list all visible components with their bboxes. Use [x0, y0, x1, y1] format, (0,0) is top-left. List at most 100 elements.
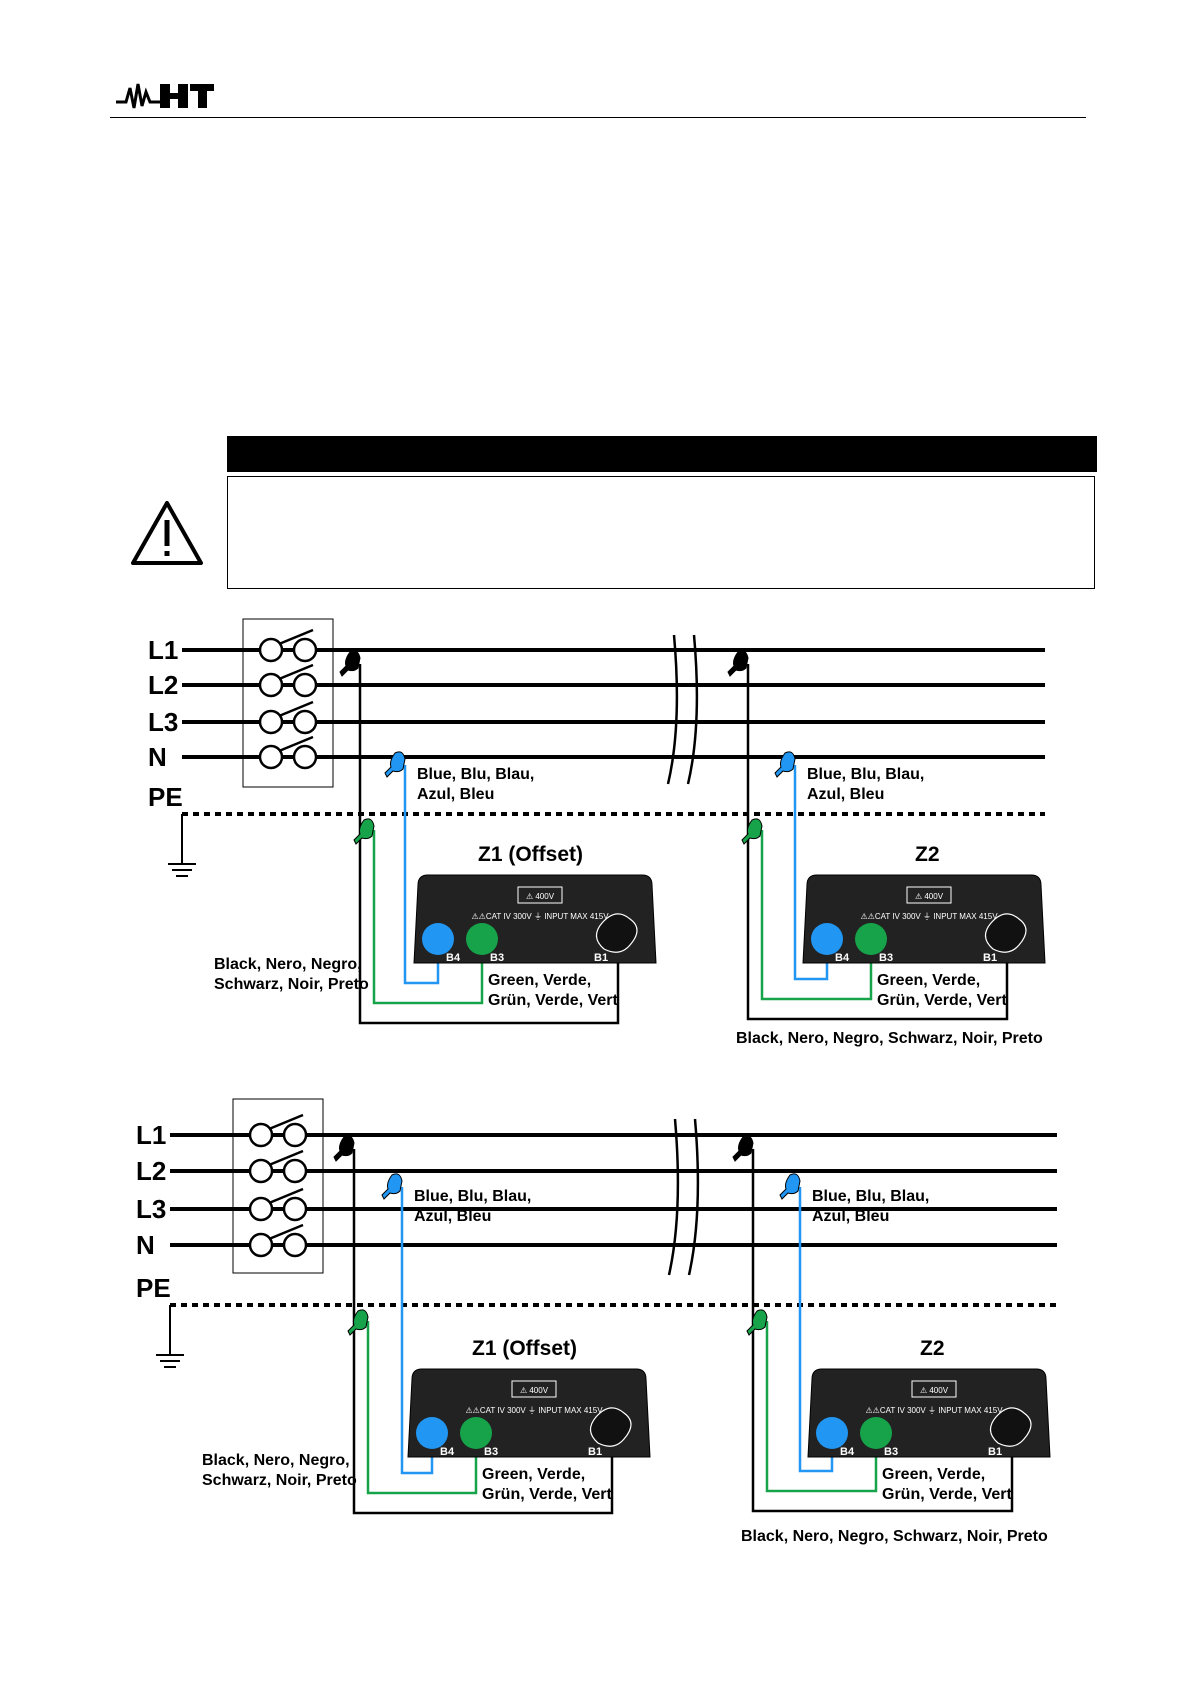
zone2-device-terminal-b3 — [860, 1417, 892, 1449]
zone2-device-rating: ⚠ 400V — [915, 892, 944, 901]
zone1-device-terminal-b4 — [422, 923, 454, 955]
zone2-device-label-b3: B3 — [884, 1446, 898, 1458]
zone2-device-terminal-b4 — [816, 1417, 848, 1449]
zone1-device-label-b1: B1 — [594, 952, 608, 964]
zone1-device-cat: ⚠⚠CAT IV 300V ⏚ INPUT MAX 415V — [471, 912, 609, 921]
zone2-green-label-1: Green, Verde, — [877, 972, 980, 989]
zone1-device-terminal-b4 — [416, 1417, 448, 1449]
zone1-device-socket — [595, 913, 638, 953]
switch-contact — [282, 1232, 308, 1258]
zone2-black-clamp-shape — [732, 1135, 754, 1162]
line-label-l1: L1 — [136, 1120, 166, 1150]
zone1-green-clamp — [347, 1309, 369, 1336]
zone2-green-wire — [765, 1321, 878, 1493]
black-label-right: Black, Nero, Negro, Schwarz, Noir, Preto — [741, 1528, 1048, 1545]
zone2-device-cat: ⚠⚠CAT IV 300V ⏚ INPUT MAX 415V — [860, 912, 998, 921]
zone1-green-label-1: Green, Verde, — [488, 972, 591, 989]
zone2-green-clamp — [741, 818, 763, 845]
line-label-l2: L2 — [148, 670, 178, 700]
zone2-green-label-2: Grün, Verde, Vert — [882, 1486, 1013, 1503]
zone1-device-cat: ⚠⚠CAT IV 300V ⏚ INPUT MAX 415V — [465, 1406, 603, 1415]
zone1-blue-clamp-shape — [381, 1173, 403, 1200]
zone1-black-wire — [358, 664, 620, 1025]
zone2-black-wire — [746, 664, 1009, 1021]
zone2-blue-label-2: Azul, Bleu — [812, 1208, 889, 1225]
switch-contact — [258, 637, 284, 663]
switch-contact — [258, 672, 284, 698]
zone2-green-clamp — [746, 1309, 768, 1336]
switch-contact — [258, 744, 284, 770]
warning-box — [227, 476, 1095, 589]
zone1-title: Z1 (Offset) — [478, 843, 583, 866]
zone1-black-clamp-shape — [333, 1135, 355, 1162]
zone2-green-label-1: Green, Verde, — [882, 1466, 985, 1483]
switch-blade — [278, 700, 314, 718]
line-break-mark — [687, 1118, 700, 1276]
black-label-left-2: Schwarz, Noir, Preto — [214, 976, 369, 993]
zone1-green-wire — [372, 830, 484, 1005]
zone2-blue-wire — [798, 1187, 834, 1473]
switch-contact — [282, 1122, 308, 1148]
switch-blade — [278, 628, 314, 646]
zone2-device-rating: ⚠ 400V — [920, 1386, 949, 1395]
switch-contact — [282, 1196, 308, 1222]
zone1-device-label-b3: B3 — [490, 952, 504, 964]
zone1-device-rating: ⚠ 400V — [520, 1386, 549, 1395]
zone2-blue-wire — [793, 765, 829, 981]
zone2-device-label-b4: B4 — [835, 952, 850, 964]
zone1-green-clamp-shape — [353, 818, 375, 845]
zone1-blue-label-2: Azul, Bleu — [414, 1208, 491, 1225]
zone1-black-clamp — [333, 1135, 355, 1162]
zone2-blue-clamp — [779, 1173, 801, 1200]
zone2-device-rating-box — [906, 886, 952, 904]
line-label-n: N — [136, 1230, 155, 1260]
zone2-title: Z2 — [915, 843, 940, 866]
switch-blade — [268, 1187, 304, 1205]
switch-contact — [282, 1158, 308, 1184]
zone1-green-label-2: Grün, Verde, Vert — [488, 992, 619, 1009]
zone1-black-clamp — [339, 650, 361, 677]
zone2-device-rating-box — [911, 1380, 957, 1398]
switch-blade — [278, 735, 314, 753]
zone2-device-label-b3: B3 — [879, 952, 893, 964]
zone2-black-clamp — [732, 1135, 754, 1162]
zone2-green-clamp-shape — [746, 1309, 768, 1336]
zone2-device-socket — [989, 1407, 1032, 1447]
zone1-blue-clamp — [381, 1173, 403, 1200]
line-label-n: N — [148, 742, 167, 772]
switch-contact — [292, 637, 318, 663]
zone1-green-wire — [366, 1321, 478, 1495]
zone2-device-cat: ⚠⚠CAT IV 300V ⏚ INPUT MAX 415V — [865, 1406, 1003, 1415]
zone1-blue-label-1: Blue, Blu, Blau, — [414, 1188, 531, 1205]
line-label-l3: L3 — [148, 707, 178, 737]
switch-contact — [248, 1122, 274, 1148]
zone1-device-rating-box — [511, 1380, 557, 1398]
zone1-green-clamp — [353, 818, 375, 845]
zone2-blue-clamp-shape — [779, 1173, 801, 1200]
zone1-green-label-1: Green, Verde, — [482, 1466, 585, 1483]
zone1-blue-wire — [400, 1187, 434, 1475]
zone2-blue-label-1: Blue, Blu, Blau, — [812, 1188, 929, 1205]
zone1-title: Z1 (Offset) — [472, 1337, 577, 1360]
breaker-box — [232, 1098, 324, 1274]
line-break-mark — [666, 634, 679, 785]
zone1-device-label-b3: B3 — [484, 1446, 498, 1458]
zone2-blue-label-2: Azul, Bleu — [807, 786, 884, 803]
switch-contact — [248, 1196, 274, 1222]
zone1-device-rating-box — [517, 886, 563, 904]
zone2-black-clamp — [727, 650, 749, 677]
zone2-blue-label-1: Blue, Blu, Blau, — [807, 766, 924, 783]
line-label-pe: PE — [148, 782, 183, 812]
breaker-box — [242, 618, 334, 788]
zone1-green-label-2: Grün, Verde, Vert — [482, 1486, 613, 1503]
zone2-device-label-b1: B1 — [988, 1446, 1002, 1458]
black-label-left-1: Black, Nero, Negro, — [202, 1452, 350, 1469]
switch-blade — [268, 1149, 304, 1167]
switch-contact — [292, 744, 318, 770]
switch-contact — [292, 672, 318, 698]
zone1-blue-label-2: Azul, Bleu — [417, 786, 494, 803]
zone1-device-label-b4: B4 — [446, 952, 461, 964]
zone1-blue-wire — [403, 765, 440, 985]
switch-contact — [248, 1158, 274, 1184]
